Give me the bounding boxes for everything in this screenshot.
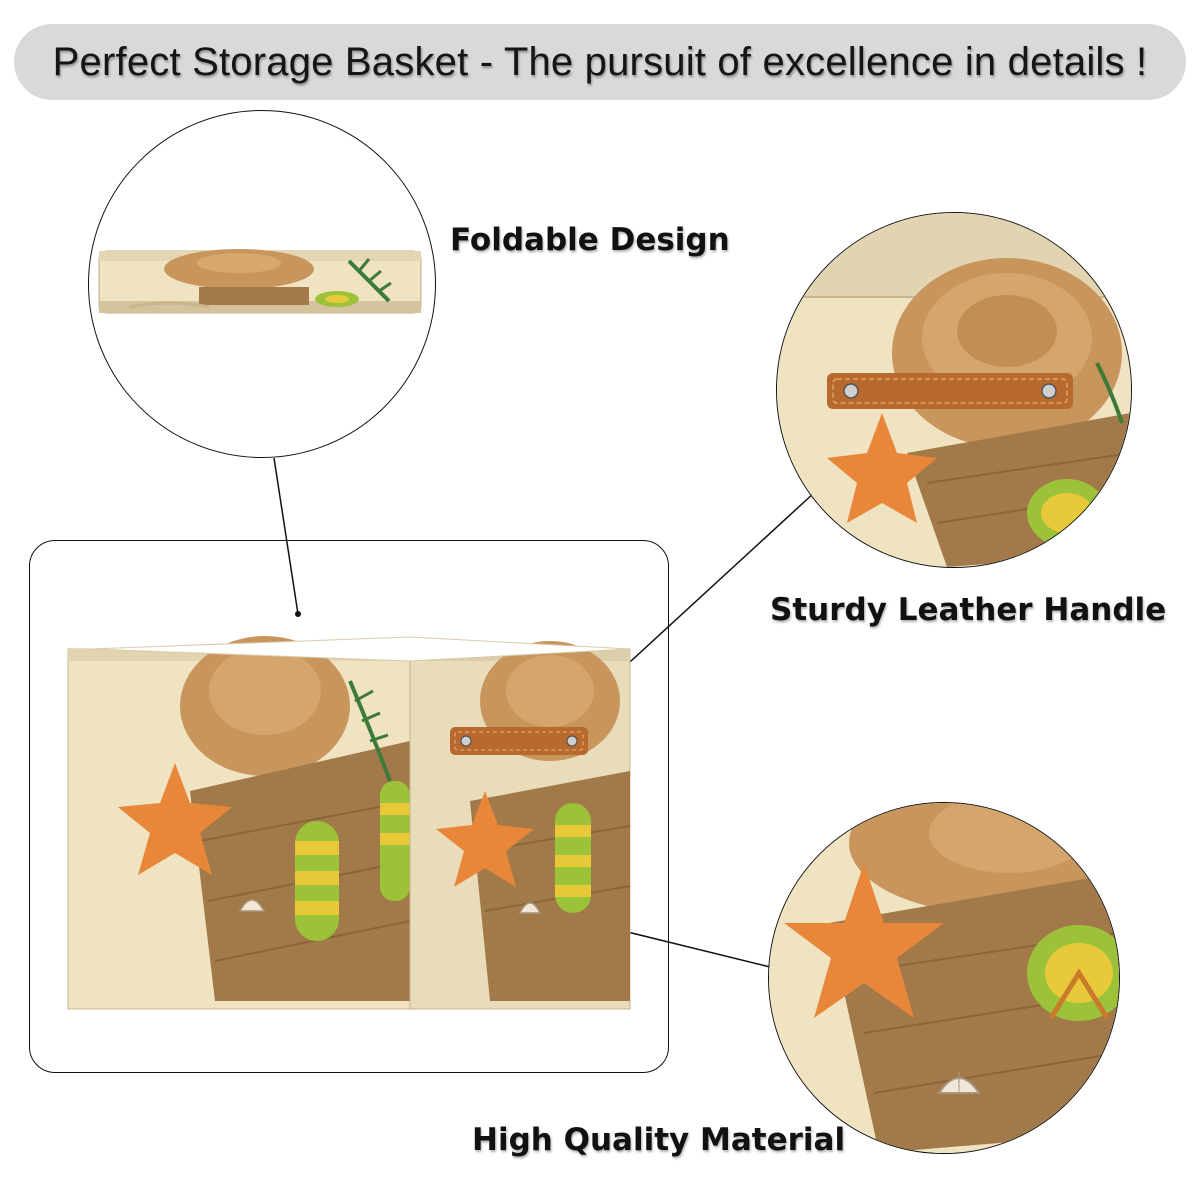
banner-title: Perfect Storage Basket - The pursuit of …: [52, 39, 1148, 84]
foldable-design-label: Foldable Design: [450, 222, 730, 258]
leather-handle-icon: [777, 213, 1131, 567]
high-quality-material-label: High Quality Material: [472, 1122, 846, 1158]
fabric-print-icon: [769, 803, 1119, 1153]
foldable-design-zoom: [88, 110, 436, 458]
folded-basket-icon: [98, 249, 422, 314]
high-quality-material-zoom: [768, 802, 1120, 1154]
title-banner: Perfect Storage Basket - The pursuit of …: [14, 24, 1186, 100]
storage-basket-image: [67, 636, 631, 1010]
sturdy-leather-handle-label: Sturdy Leather Handle: [770, 592, 1167, 628]
leather-handle-zoom: [776, 212, 1132, 568]
basket-frame: [29, 540, 669, 1073]
